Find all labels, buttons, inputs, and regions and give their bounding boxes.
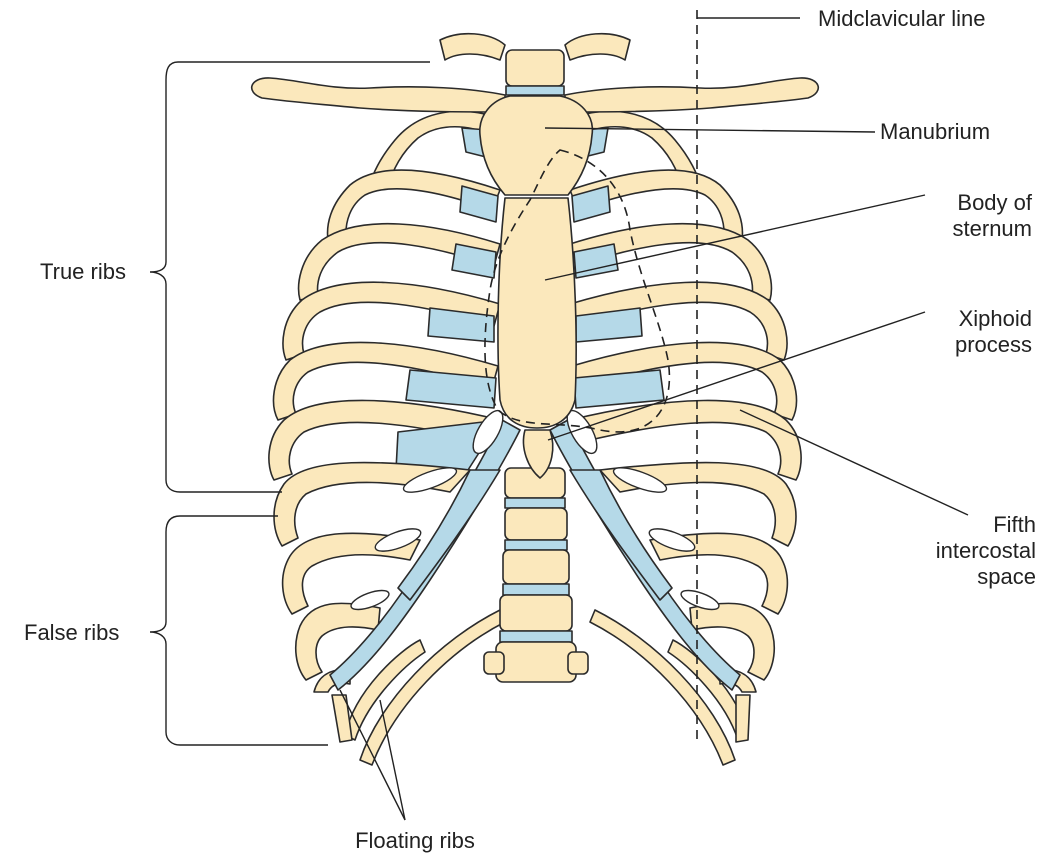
fifth-line2: intercostal <box>900 538 1036 564</box>
manubrium-label: Manubrium <box>880 119 990 145</box>
true-ribs-label: True ribs <box>40 259 126 285</box>
right-ribs <box>550 111 801 692</box>
upper-vertebrae <box>506 50 564 95</box>
body-of-sternum-label: Body of sternum <box>900 190 1032 242</box>
left-ribs <box>269 111 520 692</box>
midclavicular-line-label: Midclavicular line <box>818 6 986 32</box>
false-ribs-label: False ribs <box>24 620 119 646</box>
xiphoid-line2: process <box>900 332 1032 358</box>
xiphoid-line1: Xiphoid <box>900 306 1032 332</box>
body-of-sternum-line2: sternum <box>900 216 1032 242</box>
fifth-line3: space <box>900 564 1036 590</box>
xiphoid-process-label: Xiphoid process <box>900 306 1032 358</box>
floating-ribs-label: Floating ribs <box>330 828 500 854</box>
body-of-sternum-line1: Body of <box>900 190 1032 216</box>
vertebral-column <box>484 468 588 682</box>
fifth-line1: Fifth <box>900 512 1036 538</box>
fifth-intercostal-space-label: Fifth intercostal space <box>900 512 1036 590</box>
